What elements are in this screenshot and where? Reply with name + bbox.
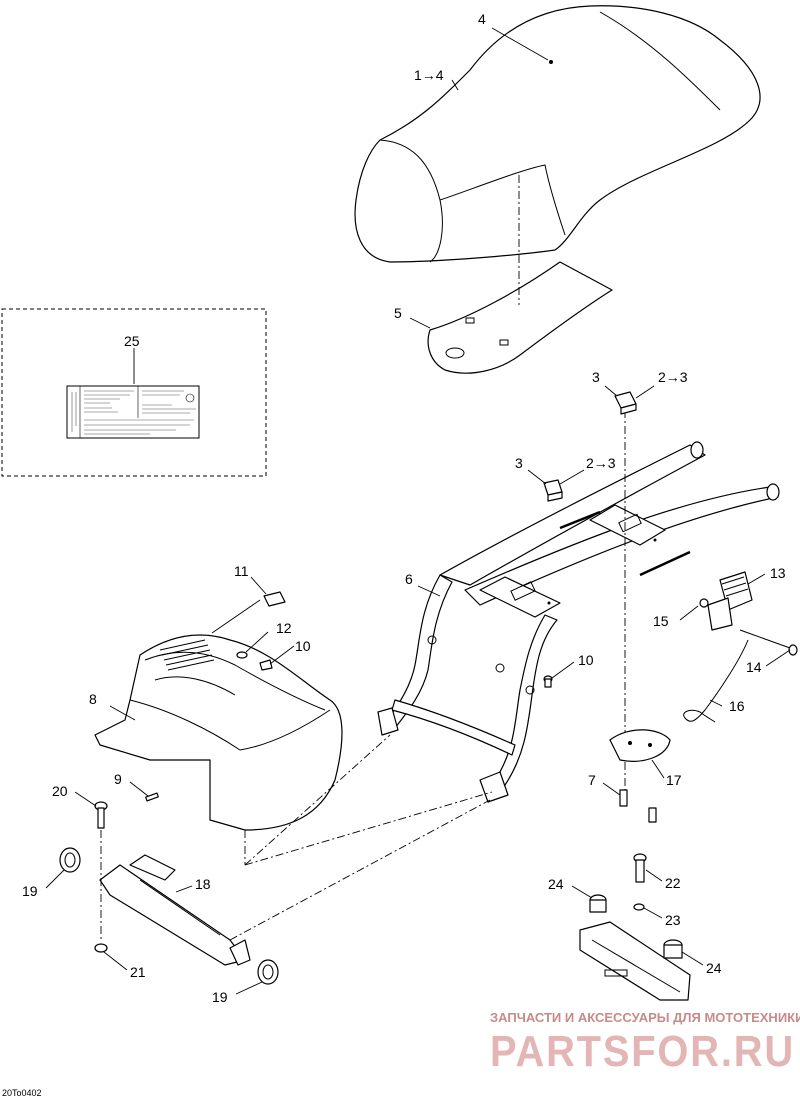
- label-2-3-upper: 2→3: [658, 369, 688, 385]
- decal-callout-box: [1, 308, 267, 477]
- nut-23-part: [633, 903, 645, 911]
- watermark-tagline: ЗАПЧАСТИ И АКСЕССУАРЫ ДЛЯ МОТОТЕХНИКИ: [490, 1010, 800, 1025]
- label-24-left: 24: [548, 876, 564, 892]
- bumper-right-part: [663, 939, 683, 959]
- label-22: 22: [665, 875, 681, 891]
- lower-bracket-part: [99, 854, 251, 966]
- label-1-4: 1→4: [414, 67, 444, 83]
- nut-21-part: [94, 943, 108, 953]
- seat-part: [354, 5, 761, 263]
- bushing-right-part: [257, 959, 279, 985]
- front-body-part: [94, 634, 343, 865]
- label-11: 11: [234, 563, 249, 579]
- label-13: 13: [770, 565, 786, 581]
- label-3-lower: 3: [515, 455, 523, 471]
- label-8: 8: [89, 691, 97, 707]
- label-12: 12: [276, 620, 292, 636]
- label-3-upper: 3: [592, 369, 600, 385]
- screw-latch-part: [619, 789, 657, 823]
- bolt-part: [739, 629, 798, 656]
- label-23: 23: [665, 912, 681, 928]
- seat-pan-part: [427, 261, 613, 374]
- label-6: 6: [405, 571, 413, 587]
- bushing-left-part: [59, 847, 81, 873]
- label-17: 17: [666, 772, 682, 788]
- clip-nut-lower-part: [543, 479, 563, 502]
- label-25: 25: [124, 333, 140, 349]
- label-14: 14: [746, 659, 762, 675]
- release-cable-part: [683, 639, 749, 723]
- bumper-left-part: [589, 894, 607, 913]
- label-10-frame: 10: [578, 652, 594, 668]
- label-20: 20: [52, 783, 68, 799]
- label-18: 18: [195, 876, 211, 892]
- label-4: 4: [478, 11, 486, 27]
- screw-20-part: [94, 801, 108, 829]
- label-16: 16: [729, 698, 745, 714]
- nut-part: [699, 598, 709, 608]
- label-24-right: 24: [706, 960, 722, 976]
- screw-22-part: [633, 853, 647, 883]
- label-15: 15: [653, 613, 669, 629]
- rear-support-part: [579, 921, 691, 1001]
- clip-nut-upper-part: [614, 391, 637, 415]
- latch-part: [707, 571, 753, 631]
- seat-frame-part: [377, 441, 780, 803]
- screw-part: [259, 659, 273, 671]
- label-21: 21: [130, 964, 146, 980]
- diagram-code: 20To0402: [2, 1088, 42, 1098]
- washer-part: [236, 651, 248, 659]
- watermark-brand: PARTSFOR.RU: [490, 1027, 795, 1076]
- label-19-left: 19: [22, 883, 38, 899]
- label-10-body: 10: [295, 638, 311, 654]
- label-2-3-lower: 2→3: [586, 455, 616, 471]
- label-19-right: 19: [212, 989, 228, 1005]
- label-7: 7: [588, 772, 596, 788]
- screw-frame-part: [543, 675, 553, 688]
- decal-label-part: [66, 385, 200, 439]
- label-5: 5: [394, 305, 402, 321]
- screw-body-part: [145, 792, 159, 802]
- label-9: 9: [114, 771, 122, 787]
- latch-base-part: [609, 729, 671, 762]
- rubber-block-part: [263, 591, 286, 607]
